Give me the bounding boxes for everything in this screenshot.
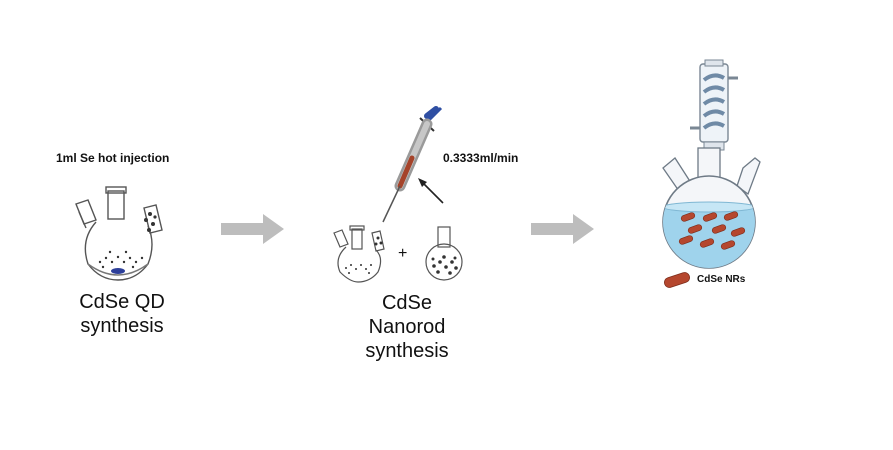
- qd-synthesis-caption: CdSe QD synthesis: [66, 290, 178, 338]
- injection-rate-label: 0.3333ml/min: [443, 151, 519, 165]
- three-neck-flask-nanorod: [333, 225, 385, 283]
- plus-sign: +: [398, 245, 408, 262]
- reaction-flask: [662, 147, 761, 269]
- nanorod-caption-line1: CdSe: [381, 292, 433, 314]
- process-arrow-1: [221, 214, 284, 244]
- nanorod-synthesis-caption: CdSe Nanorod synthesis: [352, 291, 462, 363]
- injection-arrow: [418, 178, 444, 204]
- nanorod-flask-dots: [345, 236, 383, 274]
- qd-precipitate-dots: [98, 212, 157, 269]
- nanorod-legend-label: CdSe NRs: [697, 274, 746, 285]
- syringe: [382, 106, 443, 223]
- nanorod-caption-line3: synthesis: [365, 340, 449, 362]
- reflux-condenser: [690, 59, 738, 151]
- nanorod-legend-icon: [663, 272, 691, 288]
- round-bottom-flask: [425, 226, 463, 281]
- process-arrow-2: [531, 214, 594, 244]
- nanorods-in-flask: [678, 211, 746, 250]
- qd-caption-line2: synthesis: [80, 315, 164, 337]
- qd-caption-line1: CdSe QD: [79, 291, 165, 313]
- nanorod-caption-line2: Nanorod: [368, 316, 446, 338]
- round-flask-dots: [431, 255, 458, 275]
- three-neck-flask-qd: [75, 186, 163, 281]
- qd-stir-bar: [111, 268, 125, 274]
- injection-label: 1ml Se hot injection: [56, 151, 170, 165]
